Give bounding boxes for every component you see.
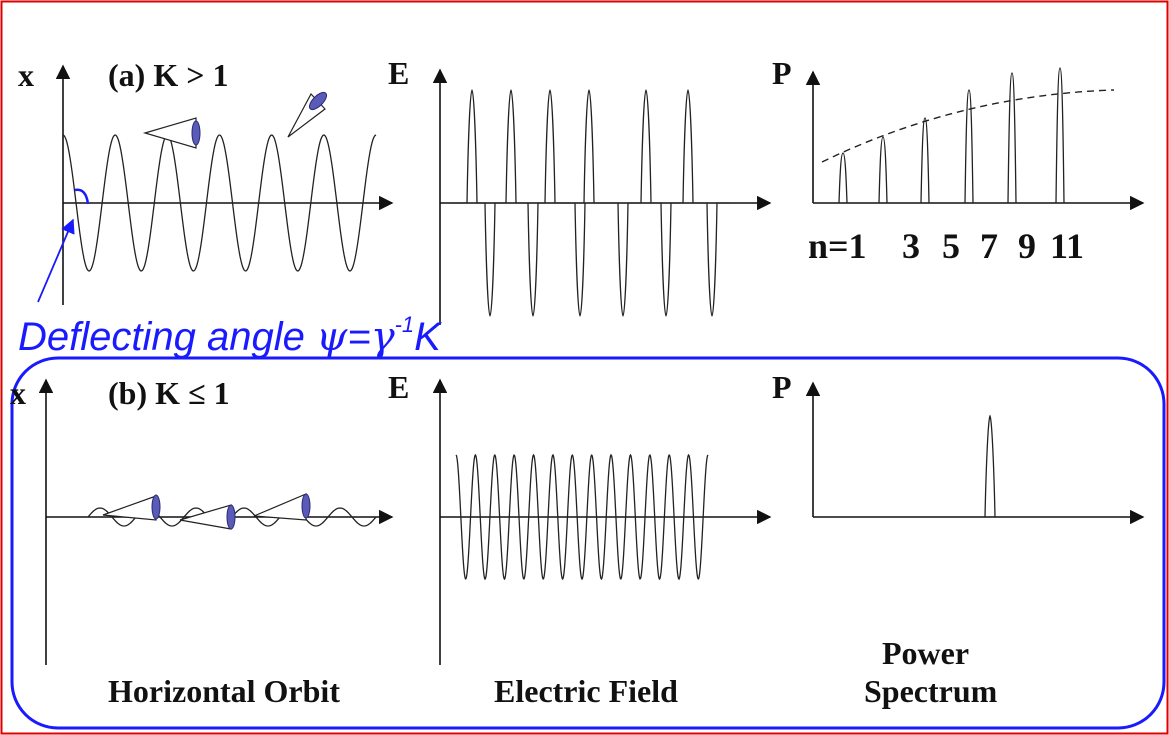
caption-power: Power xyxy=(882,635,969,671)
annotation-gamma: γ xyxy=(371,314,395,360)
field-b-wave xyxy=(455,453,709,581)
annotation-exponent: -1 xyxy=(395,312,415,337)
harmonic-labels: n=1 3 5 7 9 11 xyxy=(808,226,1084,266)
emission-cone-b2 xyxy=(179,504,236,530)
annotation-equals: = xyxy=(347,315,370,359)
annotation-k: K xyxy=(414,315,443,359)
annotation-prefix: Deflecting angle xyxy=(18,315,316,359)
panel-b-highlight-box xyxy=(10,356,1166,730)
annotation-psi: ψ xyxy=(316,314,348,360)
harmonic-label-11: 11 xyxy=(1050,226,1084,266)
orbit-a-axis-label: x xyxy=(18,57,34,93)
caption-spectrum: Spectrum xyxy=(864,673,998,709)
deflecting-angle-annotation: Deflecting angle ψ=γ-1K xyxy=(18,312,443,360)
emission-cone-2 xyxy=(287,91,328,138)
field-a-axis-label: E xyxy=(388,55,409,91)
caption-electric-field: Electric Field xyxy=(494,673,678,709)
emission-cone-b3 xyxy=(253,493,311,521)
panel-b: x (b) K ≤ 1 E P Horizontal Orbit Electri… xyxy=(10,369,1145,709)
field-a-pulses xyxy=(450,89,730,317)
spectrum-a-axis-label: P xyxy=(772,55,792,91)
harmonic-label-7: 7 xyxy=(980,226,998,266)
caption-horizontal-orbit: Horizontal Orbit xyxy=(108,673,340,709)
emission-cone-b1 xyxy=(102,494,161,521)
panel-a: x (a) K > 1 E P n=1 3 5 7 9 11 xyxy=(18,55,1145,325)
harmonic-label-5: 5 xyxy=(942,226,960,266)
orbit-a-wave xyxy=(62,134,377,272)
harmonic-label-3: 3 xyxy=(902,226,920,266)
orbit-b-axis-label: x xyxy=(10,375,26,411)
spectrum-envelope xyxy=(821,89,1115,163)
panel-a-label: (a) K > 1 xyxy=(108,57,228,93)
annotation-arrow xyxy=(37,218,75,303)
harmonic-label-1: n=1 xyxy=(808,226,867,266)
spectrum-b-peak xyxy=(984,414,996,518)
field-b-axis-label: E xyxy=(388,369,409,405)
harmonic-label-9: 9 xyxy=(1018,226,1036,266)
panel-b-label: (b) K ≤ 1 xyxy=(108,375,230,411)
spectrum-b-axis-label: P xyxy=(772,369,792,405)
deflection-angle-arc xyxy=(74,188,90,205)
emission-cone-1 xyxy=(142,117,201,149)
spectrum-a-harmonic-lines xyxy=(838,67,1065,204)
